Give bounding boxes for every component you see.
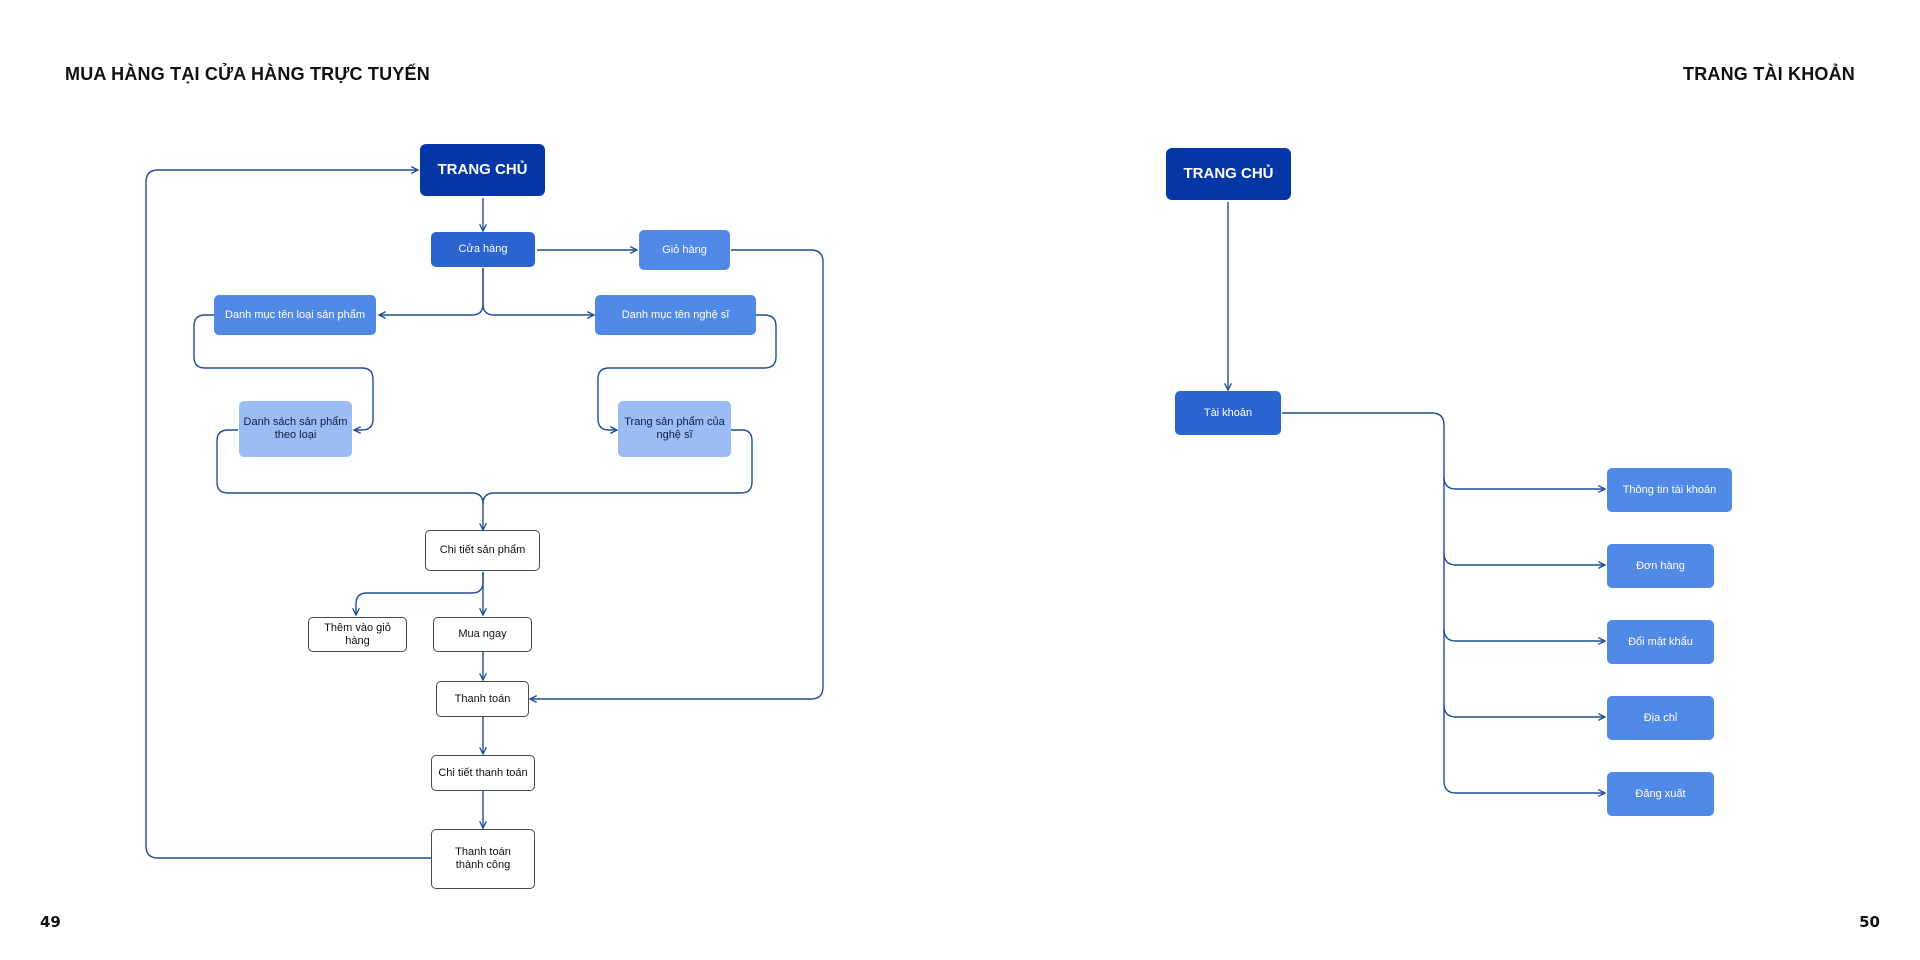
node-account-info: Thông tin tài khoản	[1607, 468, 1732, 512]
page-number-right: 50	[1859, 913, 1880, 931]
node-add-to-cart: Thêm vào giỏ hàng	[308, 617, 407, 652]
node-product-detail: Chi tiết sản phẩm	[425, 530, 540, 571]
link-cart-checkout	[530, 249, 824, 699]
link-category-type-list	[193, 314, 374, 430]
node-account: Tài khoản	[1175, 391, 1281, 435]
node-category-artist: Danh mục tên nghệ sĩ	[595, 295, 756, 335]
node-logout: Đăng xuất	[1607, 772, 1714, 816]
link-success-home	[145, 170, 431, 859]
node-orders: Đơn hàng	[1607, 544, 1714, 588]
link-store-category-artist	[482, 268, 594, 315]
link-category-artist-page	[597, 314, 777, 430]
node-buy-now: Mua ngay	[433, 617, 532, 652]
node-list-by-type: Danh sách sản phẩm theo loại	[239, 401, 352, 457]
link-page-to-detail	[482, 429, 753, 505]
node-category-product-type: Danh mục tên loại sản phẩm	[214, 295, 376, 335]
link-orders	[1443, 552, 1605, 565]
node-payment-success: Thanh toán thành công	[431, 829, 535, 889]
node-payment-detail: Chi tiết thanh toán	[431, 755, 535, 791]
node-artist-product-page: Trang sản phẩm của nghệ sĩ	[618, 401, 731, 457]
page-title-right: TRANG TÀI KHOẢN	[1683, 64, 1855, 84]
link-account-branches	[1282, 412, 1457, 794]
link-store-category-type	[379, 268, 484, 315]
node-checkout: Thanh toán	[436, 681, 529, 717]
node-store: Cửa hàng	[431, 232, 535, 267]
node-home-left: TRANG CHỦ	[420, 144, 545, 196]
link-detail-add-to-cart	[356, 572, 484, 615]
node-change-password: Đổi mật khẩu	[1607, 620, 1714, 664]
link-address	[1443, 704, 1605, 717]
page-title-left: MUA HÀNG TẠI CỬA HÀNG TRỰC TUYẾN	[65, 64, 430, 84]
link-list-to-detail	[216, 429, 483, 530]
node-home-right: TRANG CHỦ	[1166, 148, 1291, 200]
link-account-info	[1443, 476, 1605, 489]
page-number-left: 49	[40, 913, 61, 931]
node-address: Địa chỉ	[1607, 696, 1714, 740]
link-change-password	[1443, 628, 1605, 641]
node-cart: Giỏ hàng	[639, 230, 730, 270]
